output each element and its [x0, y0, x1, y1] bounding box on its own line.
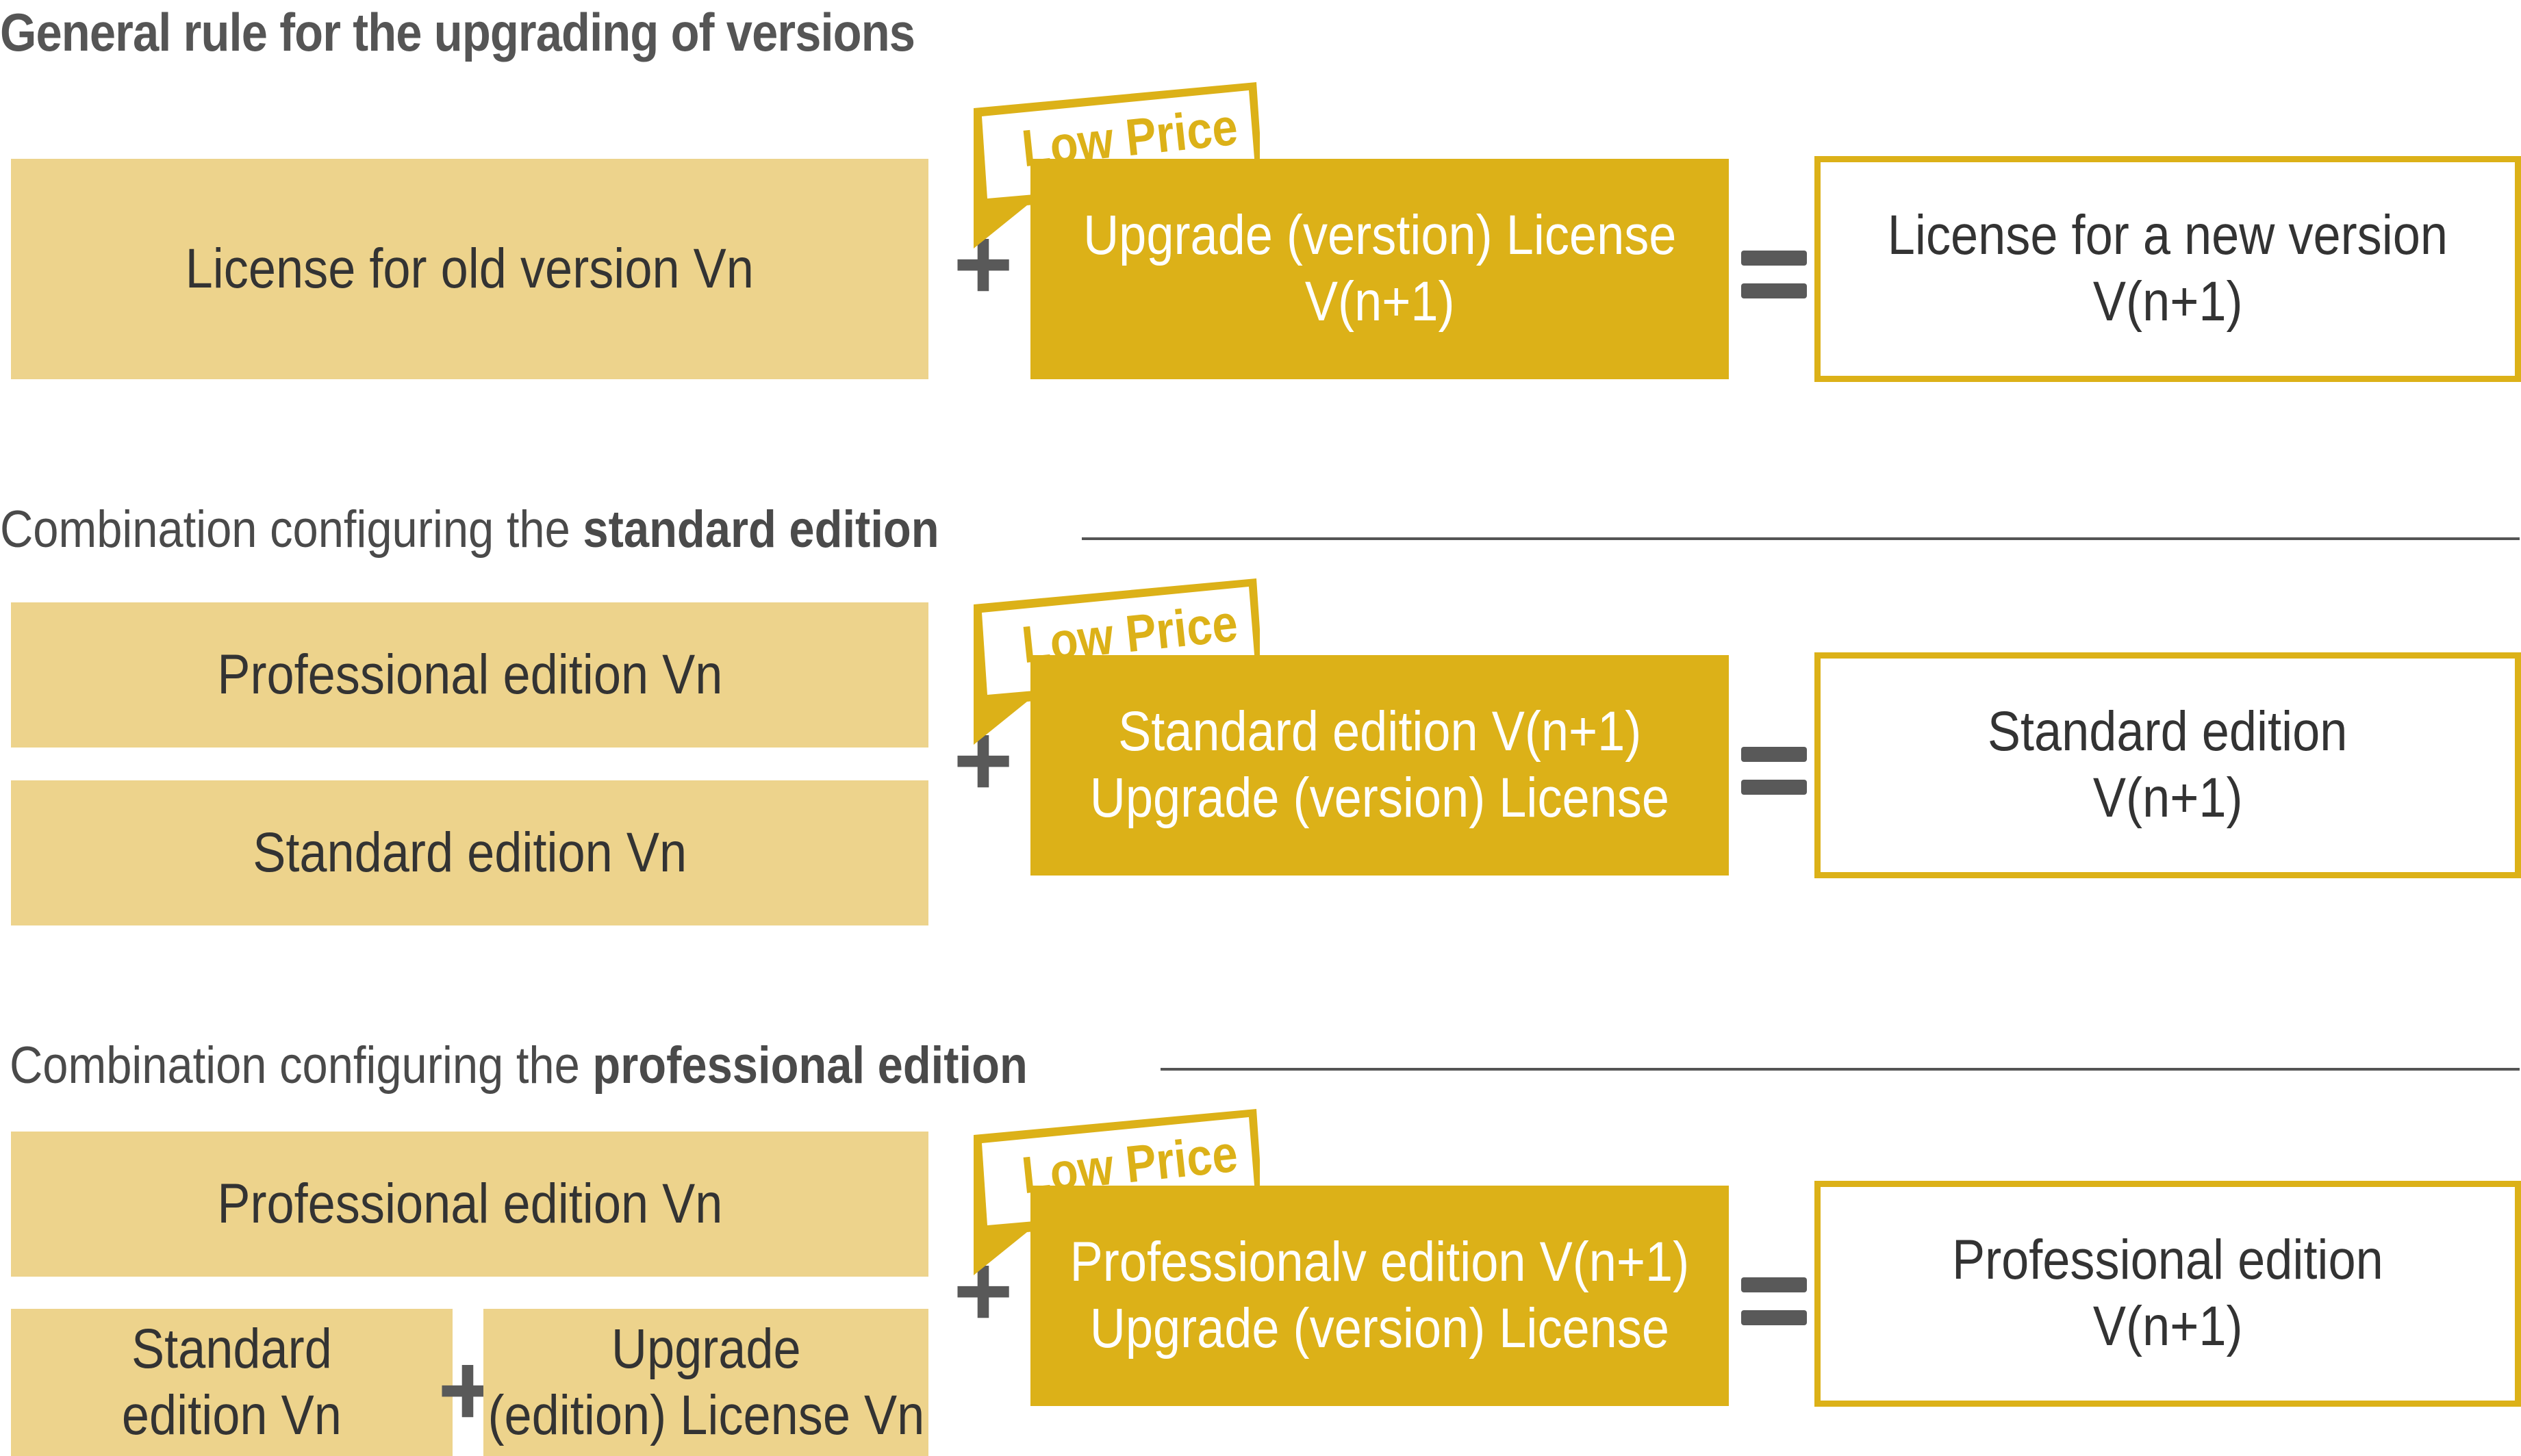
input-2-line-1: Standard [131, 1317, 332, 1380]
upgrade-edition-license-vn-box: Upgrade (edition) License Vn [483, 1309, 928, 1456]
heading-bold: standard edition [583, 500, 939, 559]
standard-edition-heading: Combination configuring the standard edi… [0, 500, 939, 559]
heading-bold: professional edition [592, 1036, 1028, 1095]
upgrade-line-2: V(n+1) [1304, 270, 1455, 333]
old-version-license-label: License for old version Vn [185, 237, 755, 300]
input-1-label: Professional edition Vn [216, 643, 723, 706]
upgrade-version-license-box: Upgrade (verstion) License V(n+1) [1030, 159, 1729, 379]
professional-edition-upgrade-box: Professionalv edition V(n+1) Upgrade (ve… [1030, 1186, 1729, 1406]
heading-prefix: Combination configuring the [0, 500, 570, 559]
result-line-2: V(n+1) [2092, 767, 2243, 829]
old-version-license-box: License for old version Vn [11, 159, 928, 379]
upgrade-line-1: Standard edition V(n+1) [1117, 700, 1642, 763]
upgrade-line-2: Upgrade (version) License [1089, 767, 1670, 829]
standard-edition-vn-box: Standard edition Vn [11, 1309, 453, 1456]
equals-icon [1741, 1277, 1807, 1343]
upgrade-line-1: Professionalv edition V(n+1) [1069, 1231, 1690, 1294]
equals-icon [1741, 747, 1807, 813]
upgrade-line-2: Upgrade (version) License [1089, 1297, 1670, 1359]
standard-edition-upgrade-box: Standard edition V(n+1) Upgrade (version… [1030, 655, 1729, 876]
professional-edition-heading: Combination configuring the professional… [10, 1036, 1028, 1095]
upgrade-line-1: Upgrade (verstion) License [1082, 204, 1677, 267]
result-line-1: Professional edition [1952, 1229, 2383, 1292]
result-line-1: License for a new version [1887, 204, 2448, 267]
new-version-license-box: License for a new version V(n+1) [1814, 156, 2521, 382]
equals-icon [1741, 251, 1807, 316]
heading-prefix: Combination configuring the [10, 1036, 580, 1095]
professional-edition-vn-box: Professional edition Vn [11, 1132, 928, 1277]
section-divider [1161, 1068, 2520, 1071]
page-title: General rule for the upgrading of versio… [0, 2, 915, 62]
standard-edition-vn-box: Standard edition Vn [11, 780, 928, 925]
result-line-2: V(n+1) [2092, 270, 2243, 333]
input-3-line-1: Upgrade [611, 1317, 801, 1380]
result-line-2: V(n+1) [2092, 1295, 2243, 1357]
input-2-line-2: edition Vn [122, 1383, 342, 1446]
professional-edition-result-box: Professional edition V(n+1) [1814, 1181, 2521, 1407]
result-line-1: Standard edition [1988, 700, 2348, 763]
section-divider [1082, 537, 2520, 540]
standard-edition-result-box: Standard edition V(n+1) [1814, 652, 2521, 878]
input-3-line-2: (edition) License Vn [487, 1383, 924, 1446]
input-1-label: Professional edition Vn [216, 1172, 723, 1235]
input-2-label: Standard edition Vn [253, 821, 687, 884]
professional-edition-vn-box: Professional edition Vn [11, 602, 928, 748]
